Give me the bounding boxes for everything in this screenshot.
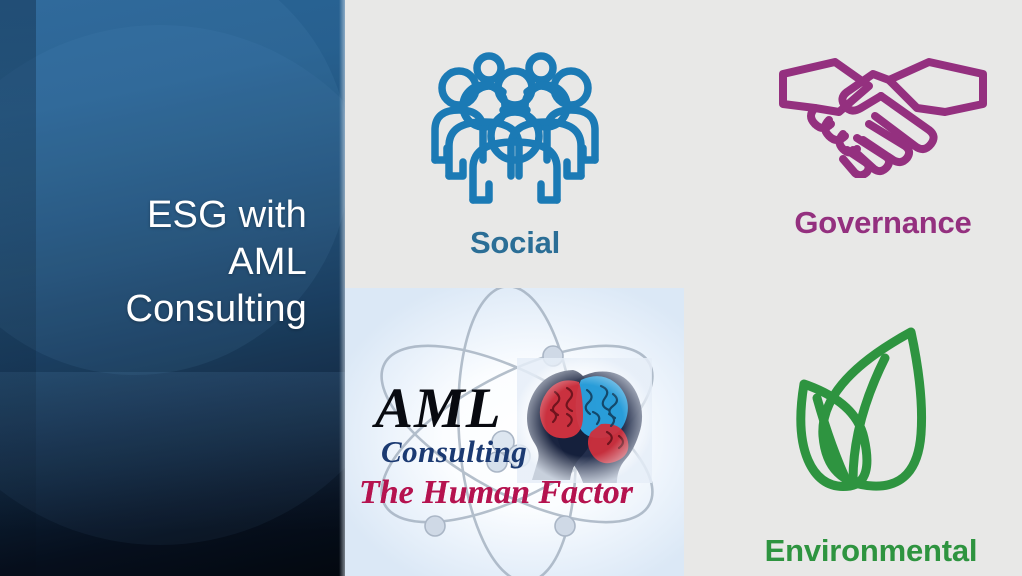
decorative-left-strip (0, 0, 36, 576)
page-title-line-2: AML (228, 241, 307, 284)
logo-name: AML (375, 377, 502, 440)
pillar-governance[interactable]: Governance (752, 46, 1014, 241)
page-title-line-1: ESG with (147, 194, 307, 236)
pillar-social[interactable]: Social (392, 48, 638, 261)
logo-artwork: AML Consulting The Human Factor (345, 288, 684, 576)
pillar-social-label: Social (469, 225, 561, 260)
people-group-icon (392, 48, 638, 213)
panel-gradient-background (0, 0, 345, 576)
handshake-icon (752, 46, 1014, 183)
decorative-circle-outer (0, 25, 345, 545)
title-panel: ESG with AML Consulting (0, 0, 345, 576)
logo-subtitle: Consulting (381, 434, 528, 469)
brain-heads-icon (517, 358, 652, 483)
page-title-line-3: Consulting (125, 288, 307, 331)
pillar-governance-label: Governance (794, 205, 972, 240)
leaves-icon (728, 322, 1014, 519)
aml-consulting-logo[interactable]: AML Consulting The Human Factor (345, 288, 684, 576)
pillar-environmental-label: Environmental (764, 533, 978, 568)
panel-right-edge-highlight (339, 0, 345, 576)
logo-tagline: The Human Factor (359, 474, 633, 511)
decorative-light-band (0, 372, 345, 532)
pillar-environmental[interactable]: Environmental (728, 322, 1014, 569)
page-title: ESG with AML Consulting (45, 192, 307, 333)
